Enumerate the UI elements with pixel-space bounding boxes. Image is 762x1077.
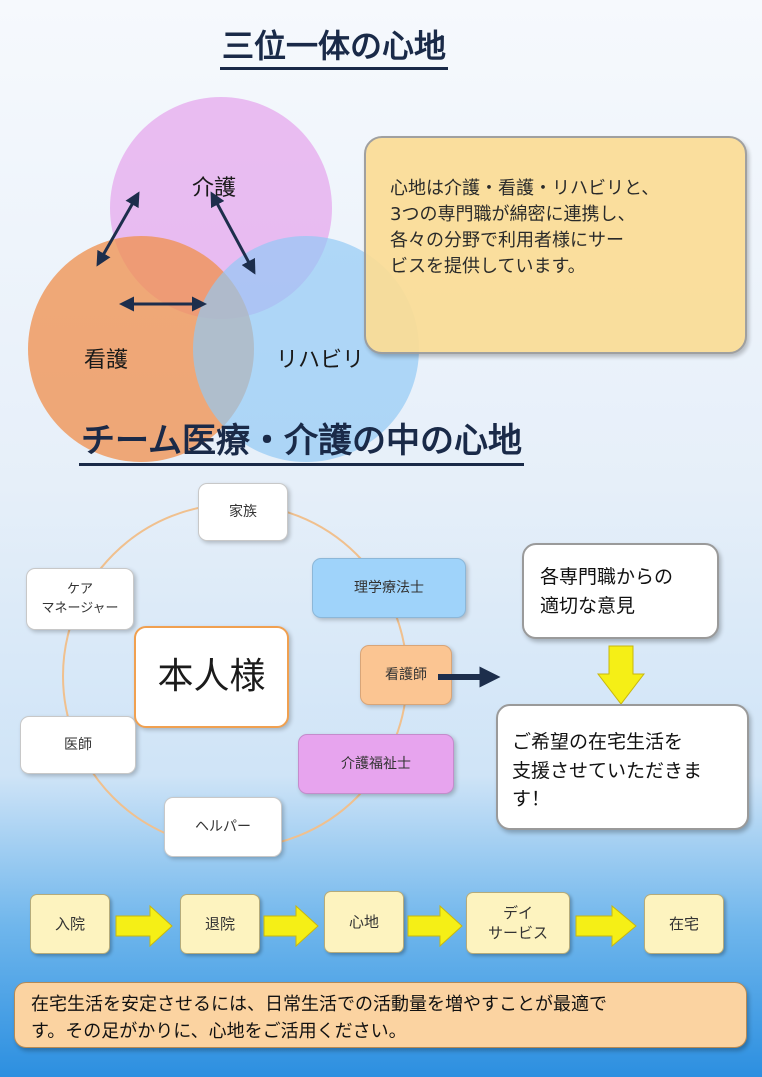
node-care-manager: ケア マネージャー xyxy=(26,568,134,630)
note-line: 各々の分野で利用者様にサー xyxy=(390,230,624,252)
node-family: 家族 xyxy=(198,483,288,541)
kango-label: 看護 xyxy=(84,348,129,373)
support-box: ご希望の在宅生活を 支援させていただきま す！ xyxy=(496,704,749,830)
care-manager-line: マネージャー xyxy=(41,601,119,616)
support-line: ご希望の在宅生活を xyxy=(512,731,684,753)
day-service-line: サービス xyxy=(487,924,548,942)
node-nurse: 看護師 xyxy=(360,645,452,705)
relation-arrows xyxy=(96,191,256,312)
note-line: ビスを提供しています。 xyxy=(390,256,586,278)
node-care-worker: 介護福祉士 xyxy=(298,734,454,794)
node-helper: ヘルパー xyxy=(164,797,282,857)
node-doctor: 医師 xyxy=(20,716,136,774)
opinion-line: 適切な意見 xyxy=(540,594,636,617)
flow-step-admission: 入院 xyxy=(30,894,110,954)
reha-label: リハビリ xyxy=(276,348,365,373)
opinion-line: 各専門職からの xyxy=(540,566,674,588)
flow-step-home: 在宅 xyxy=(644,894,724,954)
note-line: 3つの専門職が綿密に連携し、 xyxy=(390,204,636,226)
day-service-line: デイ xyxy=(502,903,533,922)
footer-line: す。その足がかりに、心地をご活用ください。 xyxy=(31,1021,407,1042)
support-line: す！ xyxy=(512,788,551,810)
trinity-note: 心地は介護・看護・リハビリと、 3つの専門職が綿密に連携し、 各々の分野で利用者… xyxy=(364,136,747,354)
support-line: 支援させていただきま xyxy=(512,759,703,782)
down-arrow xyxy=(596,645,646,705)
flow-arrow xyxy=(407,904,463,948)
flow-step-kokochi: 心地 xyxy=(324,891,404,953)
section2-title: チーム医療・介護の中の心地 xyxy=(79,421,524,467)
center-person: 本人様 xyxy=(134,626,289,728)
opinion-box: 各専門職からの 適切な意見 xyxy=(522,543,719,639)
section1-title: 三位一体の心地 xyxy=(220,28,449,70)
note-line: 心地は介護・看護・リハビリと、 xyxy=(390,178,660,199)
flow-step-discharge: 退院 xyxy=(180,894,260,954)
care-manager-line: ケア xyxy=(66,581,93,597)
flow-arrow xyxy=(575,904,637,948)
flow-arrow xyxy=(115,904,173,948)
arrow-kaigo-reha xyxy=(210,191,256,275)
footer-message: 在宅生活を安定させるには、日常生活での活動量を増やすことが最適で す。その足がか… xyxy=(14,982,747,1048)
footer-line: 在宅生活を安定させるには、日常生活での活動量を増やすことが最適で xyxy=(31,994,607,1015)
flow-arrow xyxy=(263,904,319,948)
node-physical-therapist: 理学療法士 xyxy=(312,558,466,618)
arrow-kaigo-kango xyxy=(96,191,140,267)
flow-step-day-service: デイ サービス xyxy=(466,892,570,954)
